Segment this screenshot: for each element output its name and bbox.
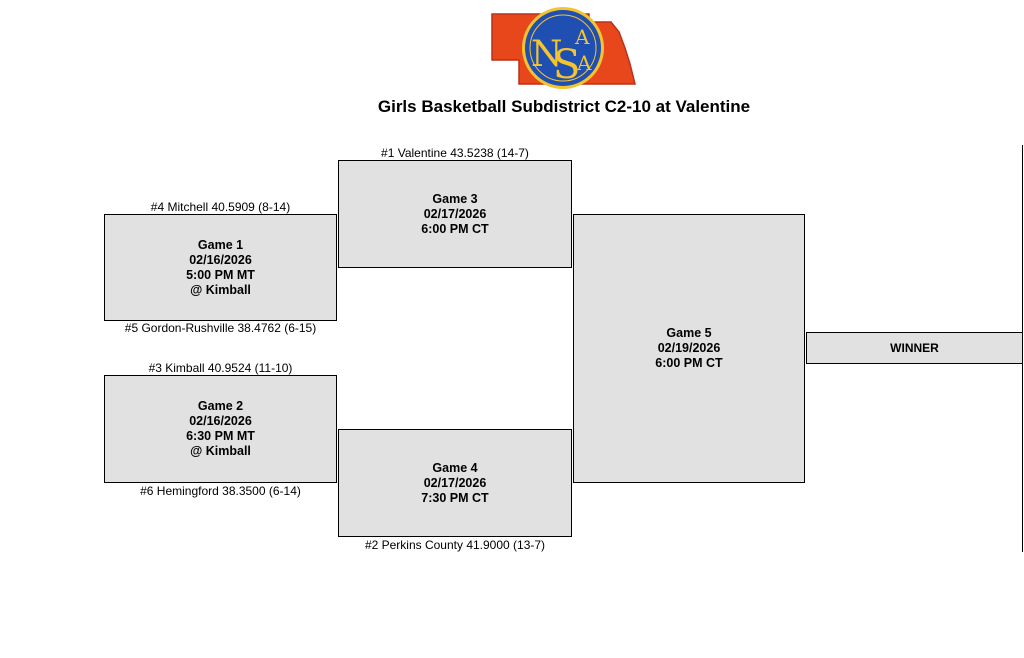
logo-letter-n: N	[531, 34, 563, 75]
game-2-time: 6:30 PM MT	[186, 429, 255, 443]
game-5-date: 02/19/2026	[657, 341, 721, 355]
page-title: Girls Basketball Subdistrict C2-10 at Va…	[377, 97, 751, 116]
game-2-box: Game 2 02/16/2026 6:30 PM MT @ Kimball	[104, 375, 337, 483]
team-seed2: #2 Perkins County 41.9000 (13-7)	[364, 538, 546, 552]
team-seed5: #5 Gordon-Rushville 38.4762 (6-15)	[124, 321, 317, 335]
winner-label: WINNER	[890, 340, 939, 355]
game-5-time: 6:00 PM CT	[655, 356, 723, 370]
winner-box: WINNER	[806, 332, 1023, 364]
game-1-name: Game 1	[197, 237, 244, 252]
game-1-box: Game 1 02/16/2026 5:00 PM MT @ Kimball	[104, 214, 337, 321]
logo-letter-a2: A	[576, 51, 592, 75]
game-4-time: 7:30 PM CT	[421, 490, 489, 505]
team-seed4: #4 Mitchell 40.5909 (8-14)	[150, 200, 291, 214]
game-5-box: Game 5 02/19/2026 6:00 PM CT	[573, 214, 805, 483]
game-1-date: 02/16/2026	[189, 252, 252, 267]
nsaa-logo: N S A A	[491, 7, 636, 89]
game-2-date: 02/16/2026	[189, 414, 252, 428]
logo-letter-s: S	[553, 42, 580, 88]
team-seed1: #1 Valentine 43.5238 (14-7)	[381, 146, 529, 160]
game-3-date: 02/17/2026	[423, 206, 487, 221]
logo-letter-a1: A	[574, 25, 590, 49]
game-1-time: 5:00 PM MT	[186, 267, 255, 282]
game-3-name: Game 3	[432, 191, 478, 206]
game-1-site: @ Kimball	[190, 282, 251, 297]
game-5-name: Game 5	[666, 326, 712, 340]
team-seed6: #6 Hemingford 38.3500 (6-14)	[140, 484, 301, 498]
game-4-date: 02/17/2026	[423, 475, 487, 490]
game-4-name: Game 4	[432, 460, 478, 475]
team-seed3: #3 Kimball 40.9524 (11-10)	[148, 361, 293, 375]
game-3-box: Game 3 02/17/2026 6:00 PM CT	[338, 160, 572, 268]
game-2-site: @ Kimball	[190, 444, 251, 458]
game-2-name: Game 2	[197, 399, 244, 413]
game-3-time: 6:00 PM CT	[421, 221, 489, 236]
right-edge-line	[1022, 145, 1023, 552]
game-4-box: Game 4 02/17/2026 7:30 PM CT	[338, 429, 572, 537]
